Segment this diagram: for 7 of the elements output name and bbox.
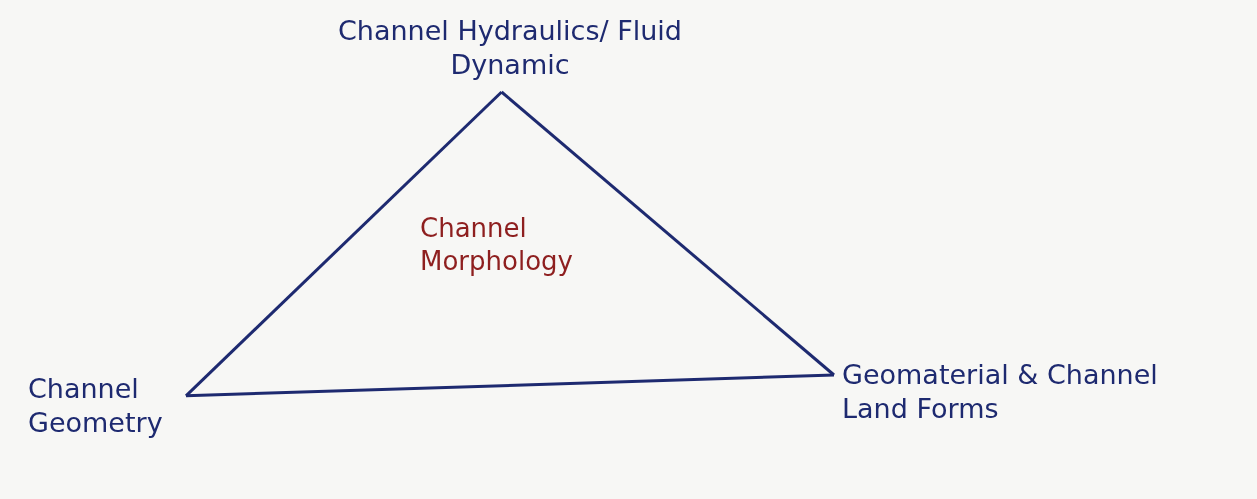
center-label: Channel Morphology [420,212,590,277]
vertex-label: Geomaterial & Channel Land Forms [842,358,1172,426]
triangle-side [184,90,503,397]
vertex-label: Channel Geometry [28,372,178,440]
triangle-side [500,90,835,377]
vertex-label: Channel Hydraulics/ Fluid Dynamic [300,14,720,82]
triangle-side [185,373,835,398]
